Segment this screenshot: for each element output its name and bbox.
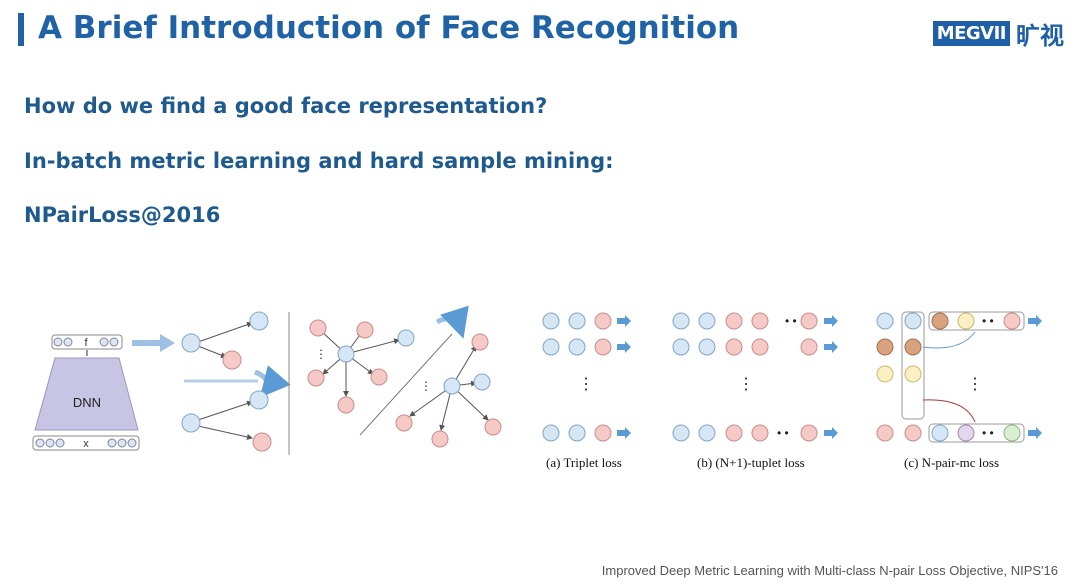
caption-tuplet: (b) (N+1)-tuplet loss [697, 455, 805, 470]
npair-mc-panel: • • ⋮ • • [876, 311, 1042, 443]
svg-text:⋮: ⋮ [738, 376, 754, 393]
npair-diagram: f DNN x [32, 305, 1042, 455]
title-accent-bar [18, 13, 24, 46]
svg-text:⋮: ⋮ [315, 347, 327, 361]
slide-title: A Brief Introduction of Face Recognition [38, 10, 740, 46]
dnn-top-label: f [84, 337, 88, 349]
svg-text:⋮: ⋮ [578, 376, 594, 393]
svg-text:⋮: ⋮ [967, 376, 983, 393]
svg-text:⋮: ⋮ [420, 379, 432, 393]
dnn-label: DNN [73, 395, 101, 410]
citation: Improved Deep Metric Learning with Multi… [601, 563, 1058, 578]
triplet-loss-panel: ⋮ [542, 312, 631, 442]
svg-text:• •: • • [982, 426, 994, 440]
subtitle-line: In-batch metric learning and hard sample… [24, 149, 614, 173]
question-line: How do we find a good face representatio… [24, 94, 548, 118]
megvii-logo: MEGVII 旷视 [932, 16, 1064, 51]
caption-npair-mc: (c) N-pair-mc loss [904, 455, 1000, 470]
logo-brand: MEGVII [932, 21, 1010, 46]
logo-cn: 旷视 [1016, 22, 1064, 50]
cluster-sketch: ⋮ ⋮ [307, 305, 502, 448]
svg-text:• •: • • [785, 314, 797, 328]
dnn-block: f DNN x [32, 334, 175, 451]
npair-line: NPairLoss@2016 [24, 203, 221, 227]
triplet-sketch [181, 311, 291, 452]
svg-text:• •: • • [982, 314, 994, 328]
caption-triplet: (a) Triplet loss [546, 455, 622, 470]
svg-text:• •: • • [777, 426, 789, 440]
tuplet-loss-panel: • • ⋮ • • [672, 312, 838, 442]
dnn-bottom-label: x [83, 438, 89, 450]
